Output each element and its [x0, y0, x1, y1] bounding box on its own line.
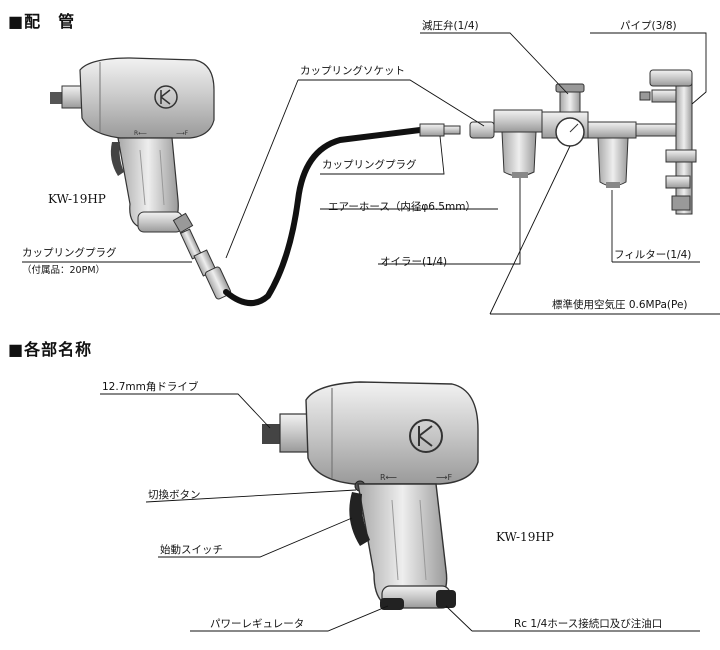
leader-lines-bottom — [100, 393, 700, 632]
model-label-bottom: KW-19HP — [496, 530, 554, 544]
label-oiler: オイラー(1/4) — [380, 256, 448, 268]
coupling-plug-hose — [419, 123, 461, 137]
label-pipe: パイプ(3/8) — [620, 20, 677, 32]
model-label-top: KW-19HP — [48, 192, 106, 206]
label-power-regulator: パワーレギュレータ — [210, 618, 305, 630]
label-coupling-socket: カップリングソケット — [300, 65, 405, 77]
air-hose — [223, 127, 423, 306]
svg-text:⟶F: ⟶F — [436, 473, 452, 482]
section-title-parts: ■各部名称 — [8, 340, 93, 359]
label-switch-button: 切換ボタン — [148, 489, 201, 501]
label-filter: フィルター(1/4) — [614, 249, 692, 261]
section-title-piping: ■配 管 — [8, 12, 76, 31]
frl-unit — [469, 69, 697, 215]
coupling-plug-tool — [179, 228, 232, 300]
label-air-hose: エアーホース（内径φ6.5mm） — [328, 201, 476, 213]
impact-wrench-small: R⟵ ⟶F — [50, 57, 215, 234]
label-accessory-note: （付属品：20PM） — [22, 265, 106, 276]
svg-text:⟶F: ⟶F — [176, 130, 189, 137]
label-pressure-valve: 減圧弁(1/4) — [422, 20, 479, 32]
impact-wrench-large: R⟵ ⟶F — [262, 381, 479, 610]
label-coupling-plug-lower: カップリングプラグ — [22, 247, 117, 259]
svg-text:R⟵: R⟵ — [134, 130, 147, 137]
label-coupling-plug-upper: カップリングプラグ — [322, 159, 417, 171]
leader-lines-top — [22, 32, 720, 315]
label-square-drive: 12.7mm角ドライブ — [102, 381, 199, 393]
label-start-switch: 始動スイッチ — [160, 544, 223, 556]
svg-text:R⟵: R⟵ — [380, 473, 398, 482]
label-standard-pressure: 標準使用空気圧 0.6MPa(Pe) — [552, 299, 688, 311]
label-hose-port: Rc 1/4ホース接続口及び注油口 — [514, 618, 663, 630]
